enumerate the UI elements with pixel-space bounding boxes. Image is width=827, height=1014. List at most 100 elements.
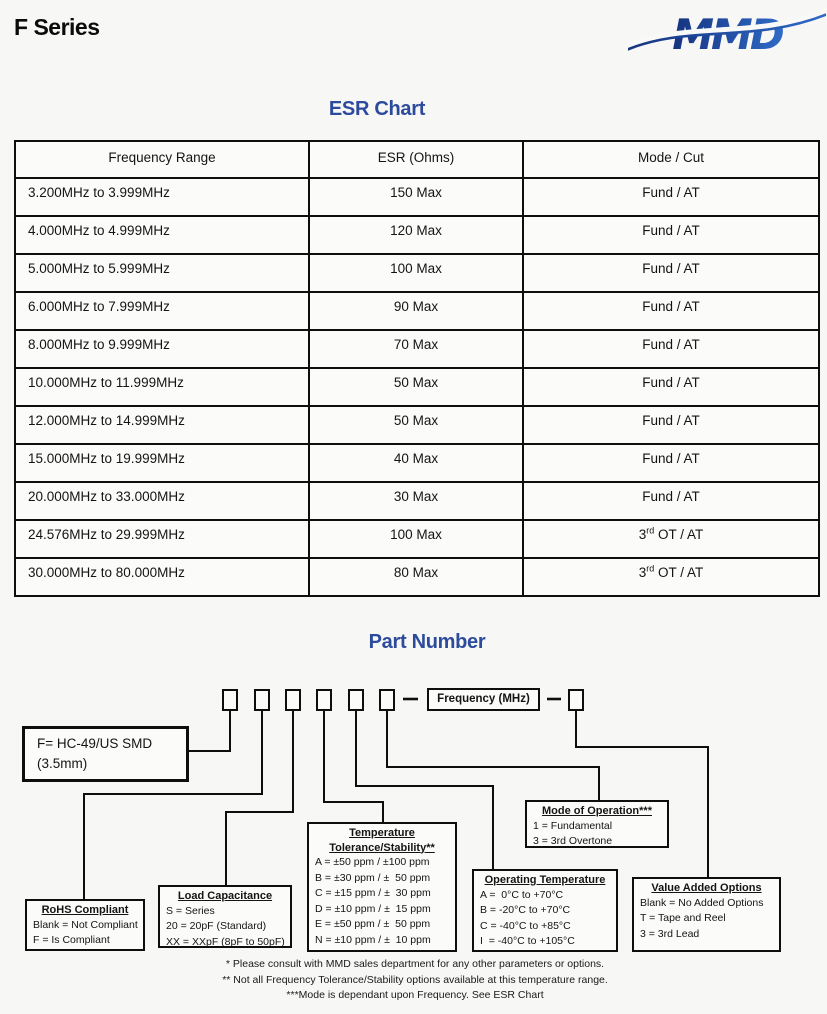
temperature-tolerance-title-line2: Tolerance/Stability** <box>329 841 435 854</box>
frequency-range-cell: 3.200MHz to 3.999MHz <box>14 177 310 217</box>
esr-chart-title: ESR Chart <box>328 98 426 120</box>
esr-table: Frequency Range ESR (Ohms) Mode / Cut 3.… <box>14 140 820 597</box>
option-line: A = 0°C to +70°C <box>480 888 564 901</box>
mode-of-operation-title: Mode of Operation*** <box>541 805 652 817</box>
option-line: 3 = 3rd Overtone <box>533 835 613 847</box>
frequency-range-cell: 4.000MHz to 4.999MHz <box>14 215 310 255</box>
mode-cut-cell: Fund / AT <box>522 329 820 369</box>
option-line: C = -40°C to +85°C <box>480 919 571 932</box>
esr-value-cell: 70 Max <box>308 329 524 369</box>
part-number-title: Part Number <box>368 631 486 653</box>
temperature-tolerance-title-line1: Temperature <box>349 827 415 839</box>
footnote-1: * Please consult with MMD sales departme… <box>225 958 605 970</box>
esr-value-cell: 50 Max <box>308 405 524 445</box>
part-number-digit-box-5 <box>348 689 364 711</box>
option-line: Blank = Not Compliant <box>33 918 138 931</box>
option-line: F = Is Compliant <box>33 934 110 946</box>
part-number-digit-box-2 <box>254 689 270 711</box>
mode-cut-cell: Fund / AT <box>522 291 820 331</box>
esr-table-header-row: Frequency Range ESR (Ohms) Mode / Cut <box>14 140 820 179</box>
frequency-range-cell: 15.000MHz to 19.999MHz <box>14 443 310 483</box>
esr-value-cell: 100 Max <box>308 253 524 293</box>
esr-value-cell: 30 Max <box>308 481 524 521</box>
value-added-options-box: Value Added Options Blank = No Added Opt… <box>632 877 781 952</box>
frequency-range-cell: 8.000MHz to 9.999MHz <box>14 329 310 369</box>
column-header-frequency-range: Frequency Range <box>14 140 310 179</box>
option-line: Blank = No Added Options <box>640 896 764 909</box>
mode-cut-cell: Fund / AT <box>522 367 820 407</box>
esr-value-cell: 40 Max <box>308 443 524 483</box>
esr-value-cell: 150 Max <box>308 177 524 217</box>
connector-line-value-added <box>575 711 709 878</box>
mode-cut-cell: Fund / AT <box>522 177 820 217</box>
temperature-tolerance-box: Temperature Tolerance/Stability** A = ±5… <box>307 822 457 952</box>
part-number-digit-box-4 <box>316 689 332 711</box>
option-line: D = ±10 ppm / ± 15 ppm <box>315 902 431 915</box>
rohs-compliant-options: Blank = Not Compliant F = Is Compliant <box>27 918 143 949</box>
option-line: E = ±50 ppm / ± 50 ppm <box>315 918 431 930</box>
page-title: F Series <box>14 14 100 40</box>
logo-swoosh-white <box>628 8 826 50</box>
mmd-logo: MMD <box>628 8 826 59</box>
package-line-1: F= HC-49/US SMD <box>37 736 153 751</box>
connector-line-mode <box>386 711 600 801</box>
frequency-range-cell: 10.000MHz to 11.999MHz <box>14 367 310 407</box>
frequency-range-cell: 5.000MHz to 5.999MHz <box>14 253 310 293</box>
mode-cut-cell: Fund / AT <box>522 405 820 445</box>
connector-line-package <box>188 711 231 752</box>
esr-value-cell: 50 Max <box>308 367 524 407</box>
option-line: XX = XXpF (8pF to 50pF) <box>166 935 285 948</box>
mode-cut-cell: 3rd OT / AT <box>522 519 820 559</box>
esr-value-cell: 120 Max <box>308 215 524 255</box>
option-line: 20 = 20pF (Standard) <box>166 920 267 932</box>
column-header-esr: ESR (Ohms) <box>308 140 524 179</box>
value-added-options-title: Value Added Options <box>651 882 762 894</box>
mode-cut-cell: 3rd OT / AT <box>522 557 820 597</box>
operating-temperature-title: Operating Temperature <box>484 874 606 886</box>
mode-cut-cell: Fund / AT <box>522 481 820 521</box>
part-number-digit-box-1 <box>222 689 238 711</box>
option-line: S = Series <box>166 904 215 917</box>
part-number-digit-box-3 <box>285 689 301 711</box>
footnote-3: ***Mode is dependant upon Frequency. See… <box>286 989 544 1001</box>
option-line: A = ±50 ppm / ±100 ppm <box>315 856 430 868</box>
option-line: C = ±15 ppm / ± 30 ppm <box>315 887 431 899</box>
frequency-range-cell: 30.000MHz to 80.000MHz <box>14 557 310 597</box>
mode-cut-cell: Fund / AT <box>522 443 820 483</box>
footnotes: * Please consult with MMD sales departme… <box>5 957 825 1004</box>
package-description-box: F= HC-49/US SMD (3.5mm) <box>22 726 189 782</box>
frequency-range-cell: 6.000MHz to 7.999MHz <box>14 291 310 331</box>
frequency-range-cell: 12.000MHz to 14.999MHz <box>14 405 310 445</box>
footnote-2: ** Not all Frequency Tolerance/Stability… <box>222 973 608 986</box>
operating-temperature-options: A = 0°C to +70°C B = -20°C to +70°C C = -4… <box>474 888 616 950</box>
frequency-box: Frequency (MHz) <box>427 688 540 711</box>
esr-value-cell: 80 Max <box>308 557 524 597</box>
logo-swoosh-blue <box>628 13 826 51</box>
operating-temperature-box: Operating Temperature A = 0°C to +70°C B … <box>472 869 618 952</box>
mode-cut-cell: Fund / AT <box>522 215 820 255</box>
load-capacitance-options: S = Series 20 = 20pF (Standard) XX = XXpF … <box>160 904 290 951</box>
part-number-digit-box-6 <box>379 689 395 711</box>
column-header-mode-cut: Mode / Cut <box>522 140 820 179</box>
mode-cut-cell: Fund / AT <box>522 253 820 293</box>
frequency-range-cell: 20.000MHz to 33.000MHz <box>14 481 310 521</box>
connector-line-temperature <box>323 711 384 823</box>
option-line: B = -20°C to +70°C <box>480 904 571 916</box>
frequency-range-cell: 24.576MHz to 29.999MHz <box>14 519 310 559</box>
option-line: N = ±10 ppm / ± 10 ppm <box>315 933 431 946</box>
